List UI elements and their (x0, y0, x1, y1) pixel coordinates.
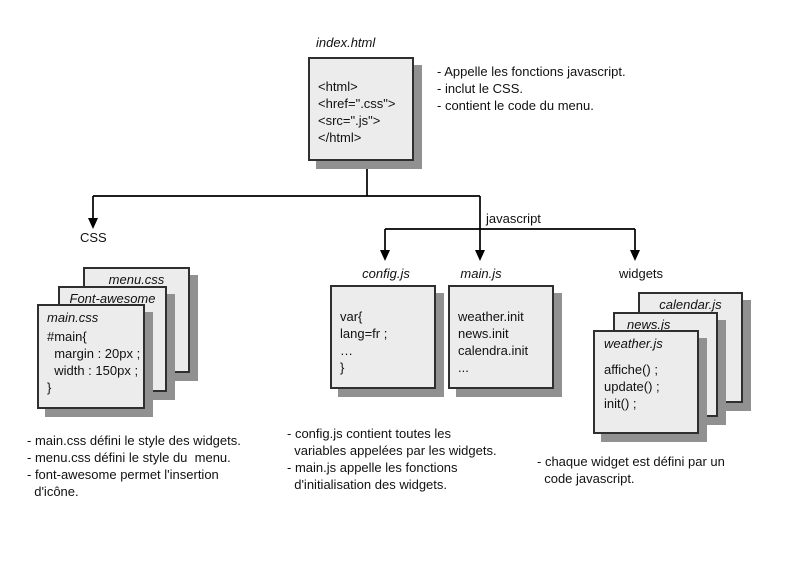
weather-js-box: weather.js affiche() ; update() ; init()… (593, 330, 699, 434)
code-line: weather.init (458, 309, 524, 324)
note-line: - inclut le CSS. (437, 81, 523, 96)
config-js-label: config.js (362, 266, 410, 281)
arrow-down-icon (475, 250, 485, 261)
note-line: - chaque widget est défini par un (537, 454, 725, 469)
code-line: ... (458, 360, 469, 375)
code-line: news.init (458, 326, 509, 341)
index-html-box: <html> <href=".css"> <src=".js"> </html> (308, 57, 414, 161)
code-line: affiche() ; (604, 362, 658, 377)
javascript-branch-label: javascript (486, 211, 541, 226)
arrow-down-icon (630, 250, 640, 261)
note-line: - contient le code du menu. (437, 98, 594, 113)
note-line: - config.js contient toutes les (287, 426, 452, 441)
index-notes: - Appelle les fonctions javascript. - in… (437, 63, 626, 114)
js-notes: - config.js contient toutes les variable… (287, 425, 497, 493)
news-js-title: news.js (627, 317, 671, 332)
main-css-title: main.css (47, 310, 99, 325)
code-line: <html> (318, 79, 358, 94)
code-line: lang=fr ; (340, 326, 388, 341)
main-js-label: main.js (460, 266, 502, 281)
main-js-box: weather.init news.init calendra.init ... (448, 285, 554, 389)
code-line: margin : 20px ; (47, 346, 141, 361)
code-line: <href=".css"> (318, 96, 396, 111)
code-line: </html> (318, 130, 362, 145)
note-line: - Appelle les fonctions javascript. (437, 64, 626, 79)
arrow-down-icon (88, 218, 98, 229)
config-js-box: var{ lang=fr ; … } (330, 285, 436, 389)
code-line: } (340, 360, 345, 375)
note-line: variables appelées par les widgets. (287, 443, 497, 458)
code-line: width : 150px ; (47, 363, 139, 378)
code-line: calendra.init (458, 343, 529, 358)
index-html-label: index.html (316, 35, 376, 50)
css-notes: - main.css défini le style des widgets. … (27, 432, 241, 500)
code-line: … (340, 343, 353, 358)
code-line: } (47, 380, 52, 395)
code-line: var{ (340, 309, 363, 324)
code-line: #main{ (47, 329, 87, 344)
font-awesome-title: Font-awesome (69, 291, 156, 306)
weather-js-title: weather.js (604, 336, 663, 351)
note-line: d'initialisation des widgets. (287, 477, 448, 492)
code-line: update() ; (604, 379, 660, 394)
note-line: - main.js appelle les fonctions (287, 460, 458, 475)
note-line: - menu.css défini le style du menu. (27, 450, 231, 465)
note-line: - font-awesome permet l'insertion (27, 467, 219, 482)
code-line: <src=".js"> (318, 113, 381, 128)
main-css-box: main.css #main{ margin : 20px ; width : … (37, 304, 145, 409)
note-line: - main.css défini le style des widgets. (27, 433, 241, 448)
widgets-notes: - chaque widget est défini par un code j… (537, 453, 725, 487)
note-line: d'icône. (27, 484, 79, 499)
menu-css-title: menu.css (108, 272, 165, 287)
code-line: init() ; (604, 396, 637, 411)
arrow-down-icon (380, 250, 390, 261)
note-line: code javascript. (537, 471, 635, 486)
widgets-label: widgets (618, 266, 664, 281)
calendar-js-title: calendar.js (659, 297, 722, 312)
css-branch-label: CSS (80, 230, 107, 245)
